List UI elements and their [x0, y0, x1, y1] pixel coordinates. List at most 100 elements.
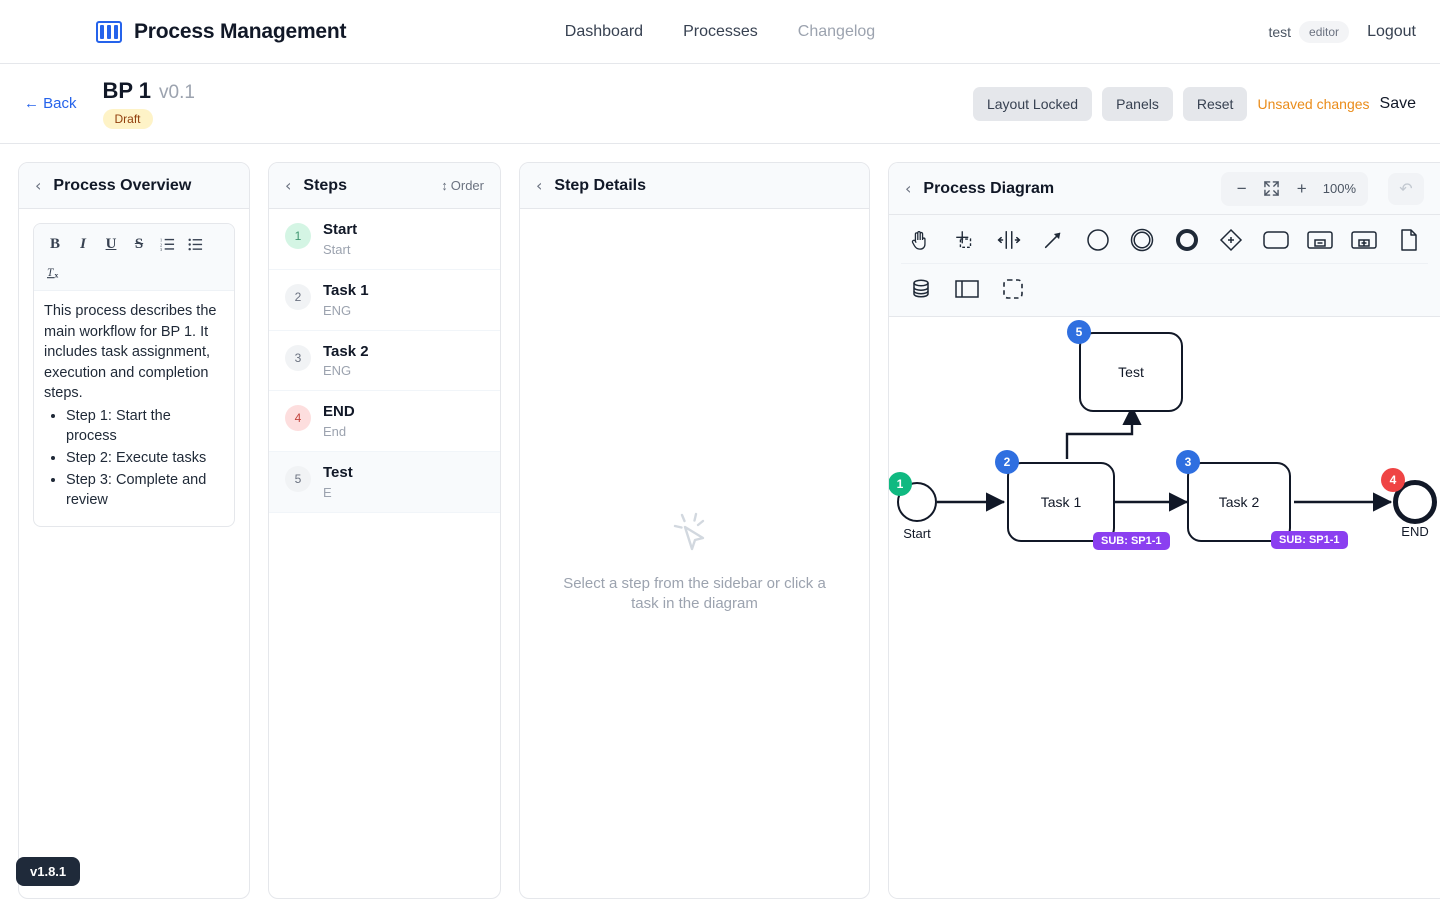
bold-icon[interactable]: B — [42, 232, 68, 257]
bullet-list-icon[interactable] — [182, 232, 208, 257]
chevron-left-icon[interactable]: ‹ — [285, 175, 292, 195]
description-bullets: Step 1: Start the process Step 2: Execut… — [66, 406, 224, 511]
bullet-item: Step 2: Execute tasks — [66, 448, 224, 469]
save-button[interactable]: Save — [1379, 94, 1416, 112]
diagram-canvas[interactable]: Test 5 Start 1 Task 1 2 SUB: SP1-1 Task … — [889, 317, 1440, 898]
step-number-badge: 5 — [285, 466, 311, 492]
diagram-node-end[interactable]: END 4 — [1381, 468, 1437, 539]
step-item-task-1[interactable]: 2 Task 1 ENG — [269, 270, 500, 331]
intermediate-event-icon[interactable] — [1123, 221, 1161, 259]
chevron-left-icon[interactable]: ‹ — [905, 178, 912, 198]
nav-link-dashboard[interactable]: Dashboard — [564, 22, 644, 40]
layout-locked-button[interactable]: Layout Locked — [972, 86, 1093, 121]
diagram-node-test[interactable]: Test 5 — [1067, 320, 1183, 412]
task-icon[interactable] — [1256, 221, 1294, 259]
steps-header: ‹ Steps ↕ Order — [269, 163, 500, 209]
back-button[interactable]: ← Back — [24, 95, 77, 112]
zoom-controls: − + 100% — [1220, 171, 1368, 206]
panel-title-process-overview: Process Overview — [53, 176, 192, 194]
expanded-subprocess-icon[interactable] — [1345, 221, 1383, 259]
sub-header-actions: Layout Locked Panels Reset Unsaved chang… — [972, 86, 1416, 121]
data-store-icon[interactable] — [901, 270, 941, 308]
node-label-end: END — [1401, 524, 1429, 539]
title-block: BP 1 v0.1 Draft — [102, 78, 195, 129]
connector-arrow-icon[interactable] — [1034, 221, 1072, 259]
gateway-diamond-icon[interactable] — [1212, 221, 1250, 259]
brand[interactable]: Process Management — [96, 20, 347, 44]
select-crosshair-icon[interactable] — [945, 221, 983, 259]
user-chip[interactable]: test editor — [1268, 20, 1350, 43]
undo-icon[interactable]: ↶ — [1394, 177, 1418, 201]
fit-to-screen-icon[interactable] — [1259, 176, 1285, 202]
shape-toolbar-row-2 — [901, 263, 1428, 308]
end-event-icon[interactable] — [1168, 221, 1206, 259]
strikethrough-icon[interactable]: S — [126, 232, 152, 257]
chevron-left-icon[interactable]: ‹ — [536, 175, 543, 195]
step-item-start[interactable]: 1 Start Start — [269, 209, 500, 270]
panels-button[interactable]: Panels — [1102, 86, 1173, 121]
description-paragraph: This process describes the main workflow… — [44, 303, 217, 402]
task-box-task-2: Task 2 — [1187, 462, 1291, 542]
nav-link-changelog[interactable]: Changelog — [797, 22, 876, 40]
task-box-task-1: Task 1 — [1007, 462, 1115, 542]
step-item-task-2[interactable]: 3 Task 2 ENG — [269, 331, 500, 392]
step-name: Start — [323, 221, 358, 238]
data-object-icon[interactable] — [1390, 221, 1428, 259]
step-details-header: ‹ Step Details — [520, 163, 869, 209]
step-subtitle: ENG — [323, 363, 352, 379]
logout-button[interactable]: Logout — [1367, 22, 1416, 40]
zoom-in-icon[interactable]: + — [1289, 176, 1315, 202]
diagram-connectors — [937, 405, 1393, 512]
svg-text:2: 2 — [160, 242, 162, 247]
nav-link-processes[interactable]: Processes — [683, 22, 758, 40]
user-name: test — [1268, 23, 1292, 40]
zoom-out-icon[interactable]: − — [1229, 176, 1255, 202]
step-subtitle: Start — [323, 241, 351, 257]
app-version-badge: v1.8.1 — [16, 857, 81, 886]
collapsed-subprocess-icon[interactable] — [1301, 221, 1339, 259]
step-item-test[interactable]: 5 Test E — [269, 452, 500, 513]
italic-icon[interactable]: I — [70, 232, 96, 257]
unsaved-changes-indicator: Unsaved changes — [1257, 95, 1370, 112]
hand-pan-icon[interactable] — [901, 221, 939, 259]
process-diagram-header: ‹ Process Diagram − + 100% ↶ — [889, 163, 1440, 215]
order-toggle-button[interactable]: ↕ Order — [441, 178, 484, 193]
chevron-left-icon[interactable]: ‹ — [35, 175, 42, 195]
diagram-node-task-1[interactable]: Task 1 2 SUB: SP1-1 — [995, 450, 1170, 550]
diagram-node-task-2[interactable]: Task 2 3 SUB: SP1-1 — [1176, 450, 1348, 549]
step-number-badge: 4 — [285, 405, 311, 432]
align-horizontal-icon[interactable] — [990, 221, 1028, 259]
process-description[interactable]: This process describes the main workflow… — [34, 291, 234, 526]
status-badge: Draft — [102, 109, 153, 129]
pool-lane-icon[interactable] — [947, 270, 987, 308]
reset-button[interactable]: Reset — [1182, 86, 1248, 121]
step-name: END — [323, 403, 355, 421]
node-sequence-badge: 4 — [1381, 468, 1405, 492]
group-box-icon[interactable] — [993, 270, 1033, 308]
diagram-shape-toolbar — [889, 215, 1440, 317]
panel-step-details: ‹ Step Details Select a step from the si… — [519, 162, 870, 899]
step-subtitle: E — [323, 484, 332, 500]
step-subtitle: ENG — [323, 302, 352, 318]
role-badge: editor — [1299, 20, 1350, 43]
nav-right-cluster: test editor Logout — [1268, 20, 1416, 43]
underline-icon[interactable]: U — [98, 232, 124, 257]
diagram-node-start[interactable]: Start 1 — [889, 472, 937, 541]
steps-list[interactable]: 1 Start Start 2 Task 1 ENG 3 Task 2 ENG — [269, 209, 500, 898]
step-name: Task 1 — [323, 281, 369, 299]
start-event-icon[interactable] — [1079, 221, 1117, 259]
node-sequence-badge: 2 — [995, 450, 1019, 474]
step-details-empty-state: Select a step from the sidebar or click … — [520, 209, 869, 898]
start-event-circle — [897, 482, 937, 522]
panel-process-diagram: ‹ Process Diagram − + 100% ↶ — [888, 162, 1440, 899]
svg-text:1: 1 — [160, 238, 162, 243]
step-number-badge: 2 — [285, 283, 311, 310]
sub-header: ← Back BP 1 v0.1 Draft Layout Locked Pan… — [0, 64, 1440, 144]
step-item-end[interactable]: 4 END End — [269, 391, 500, 452]
edge-task1-to-test — [1065, 405, 1142, 459]
panel-title-steps: Steps — [303, 176, 347, 194]
